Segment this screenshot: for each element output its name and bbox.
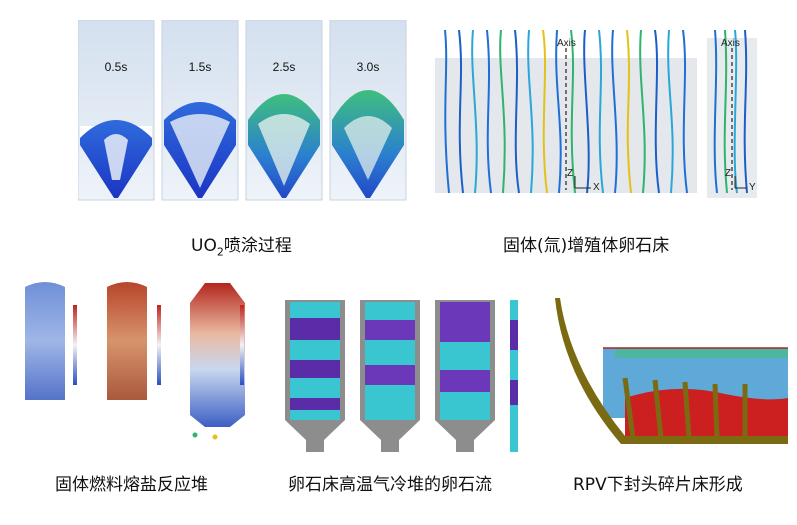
breeding-bed-panel: Axis Axis Z X Z Y [435,29,760,205]
molten-salt-caption: 固体燃料熔盐反应堆 [55,475,208,495]
time-label-1-5s: 1.5s [188,60,212,74]
rpv-debris-figure [555,298,788,444]
uo2-spray-panel: 0.5s 1.5s 2.5s 3.0s [77,19,408,205]
axis-label-left: Axis [557,38,576,49]
coord-z-left: Z [567,168,574,179]
pebble-flow-panel [280,280,530,455]
molten-salt-panel [15,275,270,455]
uo2-spray-figure [77,19,407,201]
streamline-figure [435,29,757,198]
coord-z-right: Z [725,168,732,179]
rpv-debris-panel [555,298,790,448]
pebble-flow-figure [285,300,518,452]
time-label-2-5s: 2.5s [272,60,296,74]
breeding-caption: 固体(氚)增殖体卵石床 [503,236,670,256]
axis-label-right: Axis [721,38,740,49]
molten-salt-figure [25,282,245,440]
coord-x-left: X [593,182,600,193]
coord-y-right: Y [749,182,756,193]
time-label-3-0s: 3.0s [356,60,380,74]
uo2-caption: UO2喷涂过程 [191,236,292,259]
time-label-0-5s: 0.5s [104,60,128,74]
pebble-flow-caption: 卵石床高温气冷堆的卵石流 [288,475,492,495]
rpv-caption: RPV下封头碎片床形成 [573,475,743,495]
